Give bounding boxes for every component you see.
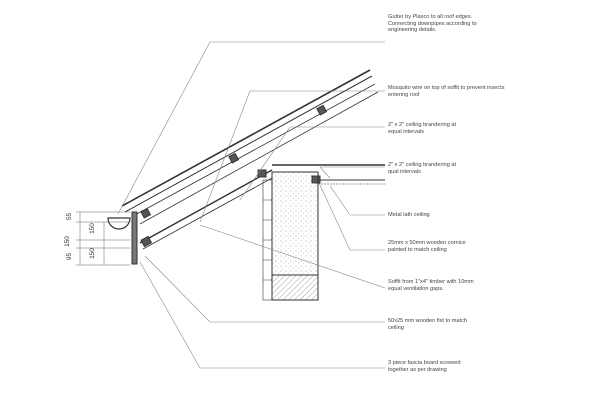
- dim-outer-2: 150: [63, 236, 71, 247]
- dim-inner-1: 150: [88, 223, 96, 234]
- roof-structure: [107, 69, 385, 301]
- note-metal-lath: Metal lath ceiling: [388, 212, 430, 218]
- dim-inner-2: 150: [88, 248, 96, 259]
- note-fist: 50x25 mm wooden fist to match ceiling: [388, 318, 467, 331]
- note-gutter: Gutter by Plasco to all roof edges. Conn…: [388, 14, 477, 34]
- note-brandering-2: 2" x 2" ceiling brandering at qual inter…: [388, 162, 457, 175]
- note-mosquito-wire: Mosquito wire on top of soffit to preven…: [388, 85, 505, 98]
- note-cornice: 25mm x 50mm wooden cornice painted to ma…: [388, 240, 466, 253]
- note-fascia: 3 piece fascia board screwed together as…: [388, 360, 461, 373]
- dim-outer-1: 55: [66, 212, 74, 221]
- note-brandering-1: 2" x 2" ceiling brandering at equal inte…: [388, 122, 457, 135]
- dim-outer-3: 95: [66, 252, 74, 261]
- dimension-lines: [76, 211, 130, 266]
- note-soffit: Soffit from 1"x4" timber with 10mm equal…: [388, 279, 474, 292]
- leader-lines: [117, 41, 386, 369]
